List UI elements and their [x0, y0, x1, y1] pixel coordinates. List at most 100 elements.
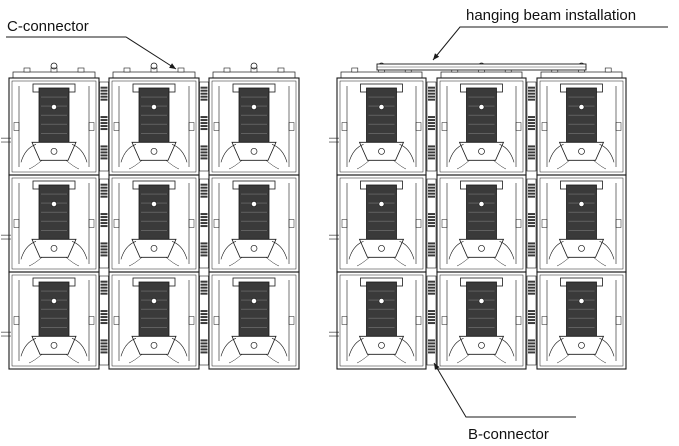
handle-knob	[378, 341, 385, 349]
cable	[265, 160, 280, 170]
connector-tooth	[100, 292, 108, 295]
cable	[499, 241, 515, 260]
module-screw	[478, 104, 485, 110]
connector-tooth	[100, 122, 108, 125]
connector-tooth	[100, 89, 108, 92]
top-rail	[112, 71, 196, 79]
connector-tooth	[528, 92, 535, 95]
cable	[120, 241, 137, 260]
connector-tooth	[100, 148, 108, 151]
connector-tooth	[100, 283, 108, 286]
connector-block	[200, 339, 208, 354]
connector-tooth	[528, 342, 535, 345]
handle-knob	[578, 244, 585, 252]
cable	[348, 338, 364, 357]
connector-tooth	[200, 322, 208, 325]
handle-knob	[578, 341, 585, 349]
connector-tooth	[100, 342, 108, 345]
connector-block	[100, 339, 108, 354]
handle-plate	[558, 335, 605, 355]
connector-block	[428, 213, 435, 228]
cabinet-inner-frame	[539, 274, 624, 367]
handle-plate	[131, 141, 177, 161]
connector-block	[100, 116, 108, 131]
connector-tooth	[200, 319, 208, 322]
cable	[65, 354, 80, 364]
hanging-beam-leader	[432, 26, 668, 61]
b-connector-strip	[526, 81, 537, 172]
connector-tooth	[200, 119, 208, 122]
cable	[448, 241, 464, 260]
connector-tooth	[528, 348, 535, 351]
side-latch	[213, 219, 220, 228]
connector-tooth	[528, 289, 535, 292]
cable	[220, 338, 237, 357]
connector-tooth	[428, 245, 435, 248]
cabinet-frame	[336, 271, 427, 370]
module-screw	[51, 104, 57, 110]
connector-tooth	[428, 310, 435, 313]
handle-knob	[50, 341, 58, 349]
top-clamp	[351, 67, 359, 73]
cabinet	[436, 271, 527, 370]
side-latch	[615, 122, 622, 131]
connector-tooth	[428, 222, 435, 225]
handle-plate	[458, 238, 505, 258]
connector-tooth	[428, 339, 435, 342]
connector-tooth	[428, 119, 435, 122]
cabinet	[8, 174, 100, 273]
connector-block	[528, 116, 535, 131]
handle-plate	[131, 335, 177, 355]
handle-plate	[231, 238, 277, 258]
connector-block	[428, 310, 435, 325]
cabinet-frame	[536, 271, 627, 370]
cable	[393, 257, 407, 267]
connector-tooth	[428, 92, 435, 95]
connector-tooth	[200, 154, 208, 157]
right-cabinet-array	[329, 62, 627, 370]
cabinet	[208, 271, 300, 370]
connector-tooth	[100, 313, 108, 316]
connector-tooth	[428, 148, 435, 151]
top-clamp	[50, 67, 58, 73]
cable	[220, 241, 237, 260]
connector-tooth	[528, 313, 535, 316]
cable	[499, 144, 515, 163]
connector-tooth	[528, 183, 535, 186]
connector-tooth	[100, 280, 108, 283]
connector-tooth	[200, 125, 208, 128]
side-latch	[341, 316, 348, 325]
connector-tooth	[200, 148, 208, 151]
top-rail	[12, 71, 96, 79]
side-latch	[441, 219, 448, 228]
connector-block	[428, 280, 435, 295]
side-latch	[441, 122, 448, 131]
connector-tooth	[100, 242, 108, 245]
side-latch	[415, 316, 422, 325]
b-connector-strip	[99, 178, 109, 269]
connector-tooth	[428, 254, 435, 257]
cabinet	[8, 77, 100, 176]
connector-tooth	[100, 254, 108, 257]
connector-tooth	[428, 292, 435, 295]
connector-tooth	[100, 219, 108, 222]
b-connector-arrow	[434, 363, 440, 370]
handle-plate	[558, 141, 605, 161]
side-latch	[288, 219, 295, 228]
connector-tooth	[528, 98, 535, 101]
connector-block	[200, 280, 208, 295]
connector-tooth	[200, 348, 208, 351]
cable	[356, 354, 370, 364]
connector-tooth	[200, 345, 208, 348]
cabinet-inner-frame	[439, 177, 524, 270]
connector-tooth	[528, 189, 535, 192]
handle-plate	[358, 238, 405, 258]
connector-block	[200, 213, 208, 228]
connector-block	[528, 183, 535, 198]
lifting-eye	[250, 62, 258, 70]
connector-tooth	[428, 345, 435, 348]
connector-tooth	[528, 219, 535, 222]
top-clamp	[177, 67, 185, 73]
connector-tooth	[428, 128, 435, 131]
cable	[228, 354, 243, 364]
